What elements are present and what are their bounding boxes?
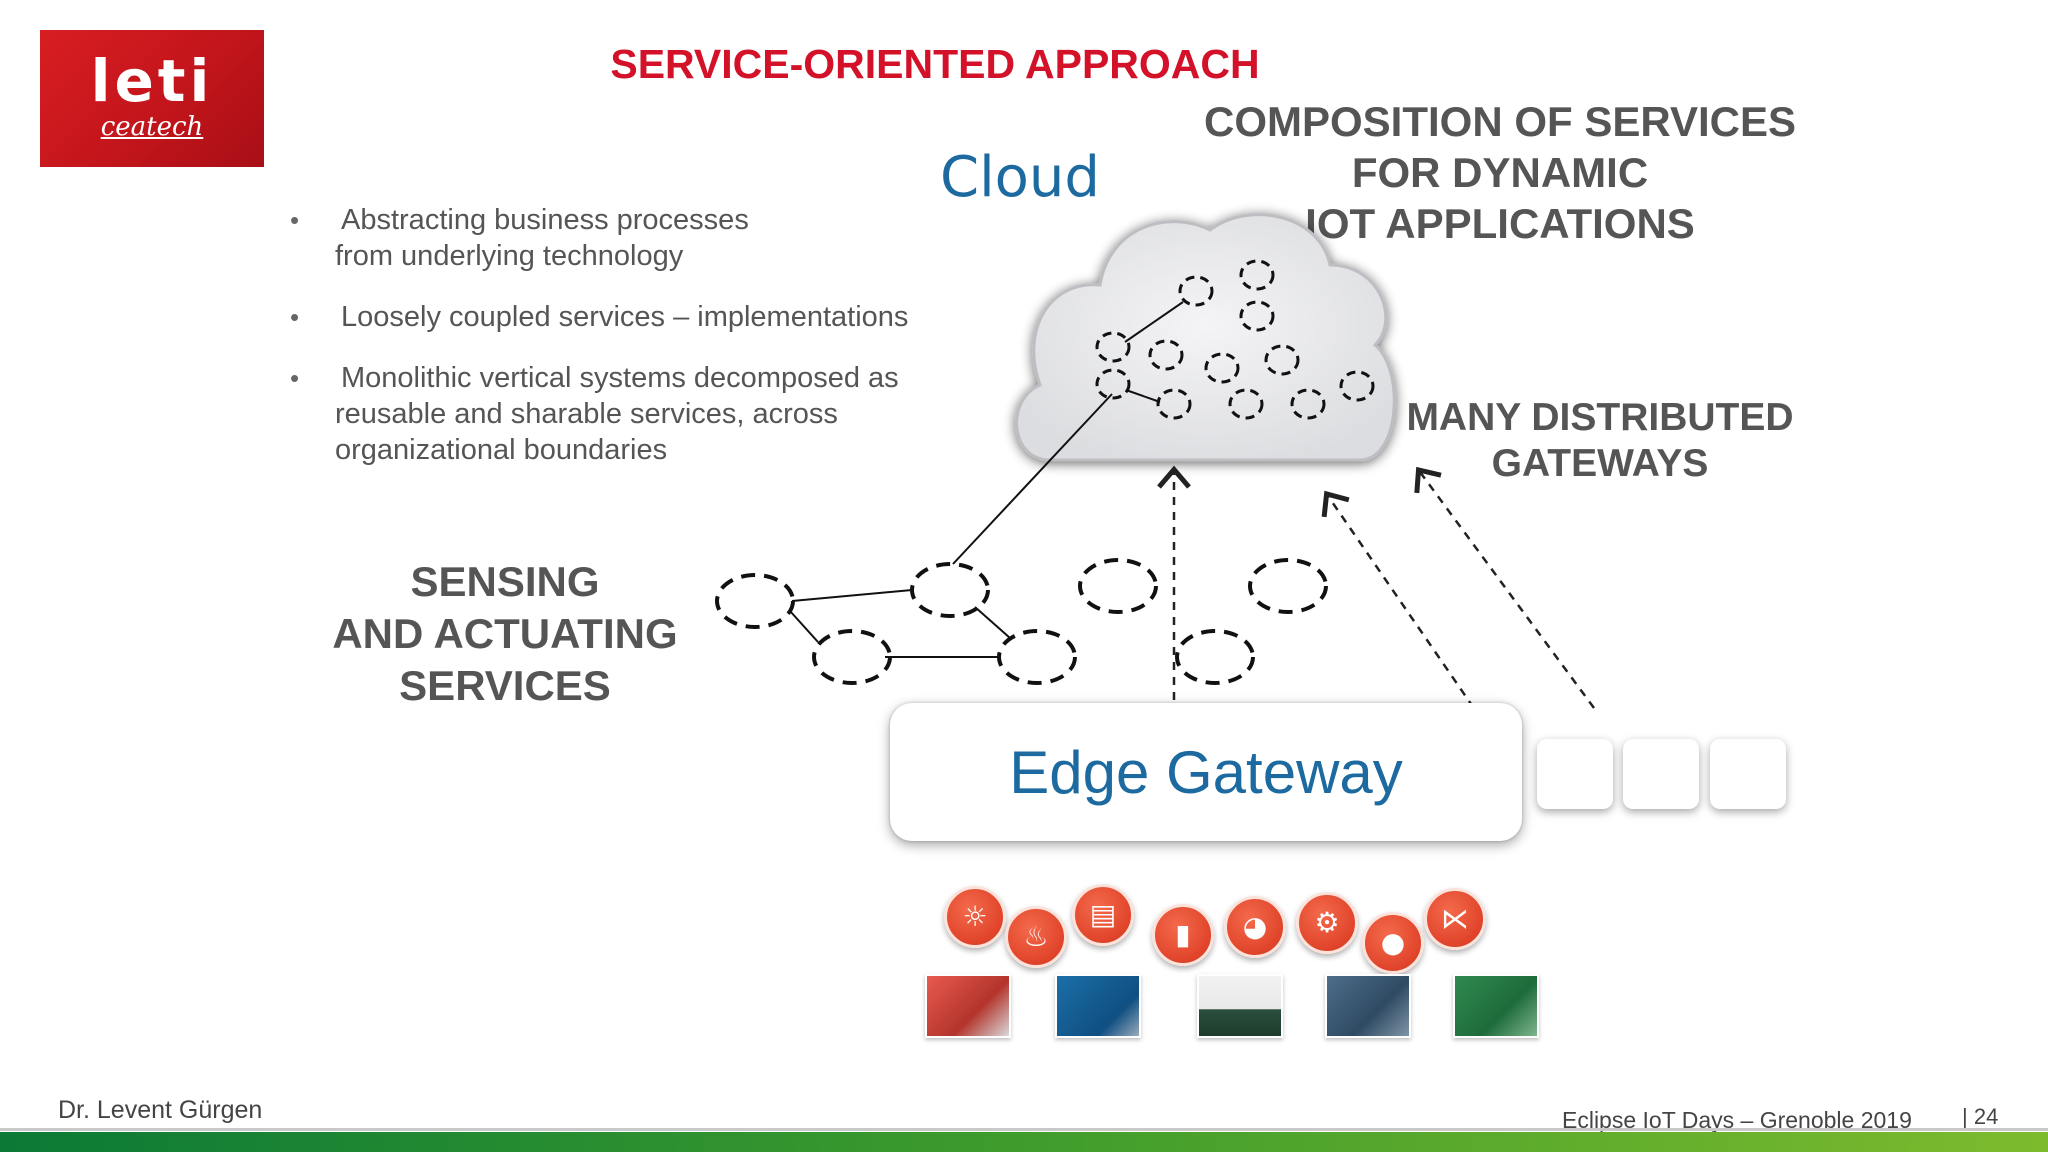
logo-main-text: leti	[90, 47, 214, 115]
gateways-line: MANY DISTRIBUTED	[1406, 396, 1794, 439]
footer-color-bar	[0, 1132, 2048, 1152]
cloud-service-node	[1239, 300, 1275, 332]
cloud-label: Cloud	[940, 145, 1100, 210]
cloud-service-node	[1156, 388, 1192, 420]
cloud-service-node	[1204, 352, 1240, 384]
embedded-board	[1325, 974, 1411, 1038]
cloud-shape	[1015, 213, 1396, 462]
lightbulb-icon: ☼	[944, 886, 1006, 948]
database-icon: ▤	[1072, 884, 1134, 946]
gateways-line: GATEWAYS	[1491, 442, 1709, 485]
page-number: | 24	[1962, 1104, 1999, 1129]
bullet-line: from underlying technology	[335, 240, 684, 272]
service-node	[1175, 629, 1255, 685]
cloud-service-node	[1339, 370, 1375, 402]
gateways-label: MANY DISTRIBUTED GATEWAYS	[1390, 395, 1810, 487]
cloud-service-node	[1239, 259, 1275, 291]
distributed-gateway-box	[1537, 739, 1613, 809]
composition-line: FOR DYNAMIC	[1351, 149, 1649, 196]
bullet-line: Abstracting business processes	[341, 204, 749, 236]
bullet-line: reusable and sharable services, across	[335, 398, 838, 430]
sensing-services	[715, 558, 1328, 685]
arrow-gateway-to-cloud	[1414, 466, 1596, 709]
cloud-services	[1095, 259, 1375, 420]
service-node	[1248, 558, 1328, 614]
service-node	[997, 629, 1077, 685]
cloud-service-node	[1228, 388, 1264, 420]
sensing-line: SENSING	[410, 558, 600, 605]
leti-logo: leti ceatech	[40, 30, 264, 167]
composition-line: IOT APPLICATIONS	[1305, 200, 1695, 247]
bullet-line: Monolithic vertical systems decomposed a…	[341, 362, 899, 394]
cloud-service-node	[1095, 368, 1131, 400]
cloud-service-node	[1264, 344, 1300, 376]
cloud-service-node	[1148, 339, 1184, 371]
slide-title: SERVICE-ORIENTED APPROACH	[610, 41, 1260, 87]
sensing-line: SERVICES	[399, 662, 611, 709]
cloud-service-node	[1095, 331, 1131, 363]
gateway-board	[1453, 974, 1539, 1038]
edge-gateway-box: Edge Gateway	[890, 703, 1522, 841]
sensing-line: AND ACTUATING	[332, 610, 678, 657]
thermometer-icon: ▮	[1152, 904, 1214, 966]
distributed-gateway-box	[1710, 739, 1786, 809]
antenna-icon: ⋉	[1424, 888, 1486, 950]
composition-label: COMPOSITION OF SERVICES FOR DYNAMIC IOT …	[1160, 96, 1840, 249]
distributed-gateway-box	[1623, 739, 1699, 809]
cloud-links	[1124, 301, 1184, 403]
gears-icon: ⚙	[1296, 892, 1358, 954]
radio-module-board	[1197, 974, 1283, 1038]
footer-divider	[0, 1128, 2048, 1131]
presenter-name: Dr. Levent Gürgen	[58, 1096, 263, 1124]
bullet-item: Abstracting business processes from unde…	[285, 202, 975, 274]
bullet-line: Loosely coupled services – implementatio…	[341, 301, 909, 333]
service-node	[812, 629, 892, 685]
sensing-label: SENSING AND ACTUATING SERVICES	[280, 556, 730, 712]
cloud-service-node	[1290, 388, 1326, 420]
water-drop-icon: ●	[1362, 912, 1424, 974]
gateway-arrows	[1157, 465, 1596, 721]
bullet-list: Abstracting business processes from unde…	[285, 202, 975, 493]
bullet-item: Loosely coupled services – implementatio…	[285, 299, 975, 335]
bullet-item: Monolithic vertical systems decomposed a…	[285, 360, 975, 468]
flame-icon: ♨	[1005, 906, 1067, 968]
sensor-board	[925, 974, 1011, 1038]
logo-sub-text: ceatech	[100, 112, 204, 142]
bullet-line: organizational boundaries	[335, 434, 668, 466]
service-links	[789, 393, 1113, 658]
gauge-icon: ◕	[1224, 896, 1286, 958]
service-node	[1078, 558, 1158, 614]
arduino-board	[1055, 974, 1141, 1038]
composition-line: COMPOSITION OF SERVICES	[1204, 98, 1796, 145]
arrow-gateway-to-cloud	[1321, 490, 1484, 721]
edge-gateway-label: Edge Gateway	[1009, 738, 1403, 806]
cloud-service-node	[1178, 275, 1214, 307]
